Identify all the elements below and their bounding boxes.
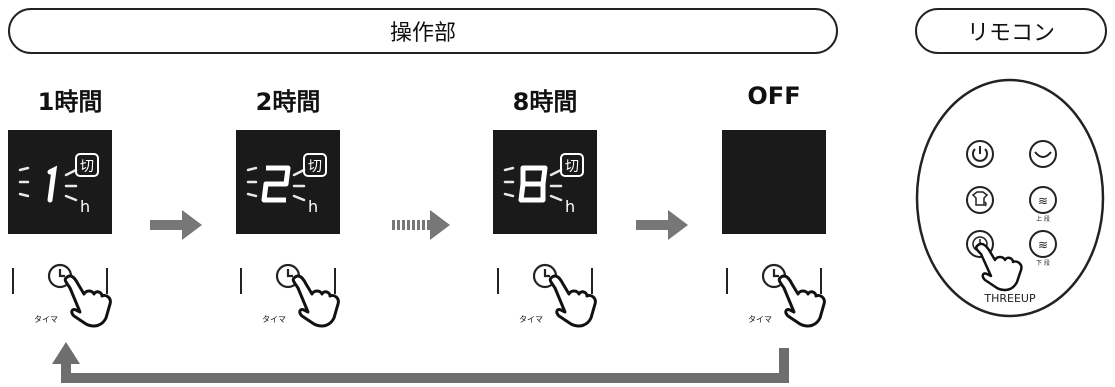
arrow-right-icon xyxy=(150,210,202,240)
divider xyxy=(497,268,499,294)
divider xyxy=(726,268,728,294)
dotted-arrow-right-icon xyxy=(392,210,450,240)
divider xyxy=(12,268,14,294)
unit-8h: h xyxy=(565,197,575,216)
brand-logo: THREEUP xyxy=(983,292,1036,305)
upper-fan-icon[interactable]: ≋ xyxy=(1029,186,1057,214)
hand-pointer-icon xyxy=(974,242,1023,292)
panel-title: 操作部 xyxy=(389,21,456,46)
panel-title-pill: 操作部 xyxy=(8,8,838,54)
upper-label: 上 段 xyxy=(1036,215,1050,223)
timer-label: タイマ xyxy=(34,315,58,324)
swing-icon[interactable] xyxy=(1029,140,1057,168)
remote-title: リモコン xyxy=(966,21,1055,46)
unit-1h: h xyxy=(80,197,90,216)
laundry-icon[interactable] xyxy=(966,186,994,214)
hand-pointer-icon xyxy=(777,274,826,328)
off-badge-1h: 切 xyxy=(80,159,94,175)
divider xyxy=(106,268,108,294)
step-label-2h: 2時間 xyxy=(255,88,321,116)
hand-pointer-icon xyxy=(548,274,597,328)
divider xyxy=(591,268,593,294)
timer-label: タイマ xyxy=(262,315,286,324)
display-1h: 切 h xyxy=(8,130,112,234)
display-2h: 切 h xyxy=(236,130,340,234)
divider xyxy=(334,268,336,294)
lower-fan-icon[interactable]: ≋ xyxy=(1029,230,1057,258)
display-off xyxy=(722,130,826,234)
power-icon[interactable] xyxy=(966,140,994,168)
off-badge-2h: 切 xyxy=(308,159,322,175)
divider xyxy=(240,268,242,294)
unit-2h: h xyxy=(308,197,318,216)
loop-back-arrow-icon xyxy=(52,342,789,383)
step-label-off: OFF xyxy=(747,82,801,110)
remote-control: ≋ 上 段 ≋ 下 段 THREEUP xyxy=(915,78,1105,318)
timer-label: タイマ xyxy=(748,315,772,324)
display-8h: 切 h xyxy=(493,130,597,234)
timer-button-press-1[interactable]: タイマ xyxy=(8,262,118,342)
hand-pointer-icon xyxy=(291,274,340,328)
step-label-1h: 1時間 xyxy=(37,88,103,116)
timer-button-press-2[interactable]: タイマ xyxy=(236,262,346,342)
off-badge-8h: 切 xyxy=(565,159,579,175)
svg-text:≋: ≋ xyxy=(1038,194,1048,208)
timer-button-press-3[interactable]: タイマ xyxy=(493,262,603,342)
lower-label: 下 段 xyxy=(1036,259,1050,267)
divider xyxy=(820,268,822,294)
step-label-8h: 8時間 xyxy=(512,88,578,116)
hand-pointer-icon xyxy=(63,274,112,328)
svg-text:≋: ≋ xyxy=(1038,238,1048,252)
remote-title-pill: リモコン xyxy=(915,8,1107,54)
timer-button-press-4[interactable]: タイマ xyxy=(722,262,832,342)
timer-label: タイマ xyxy=(519,315,543,324)
arrow-right-icon xyxy=(636,210,688,240)
